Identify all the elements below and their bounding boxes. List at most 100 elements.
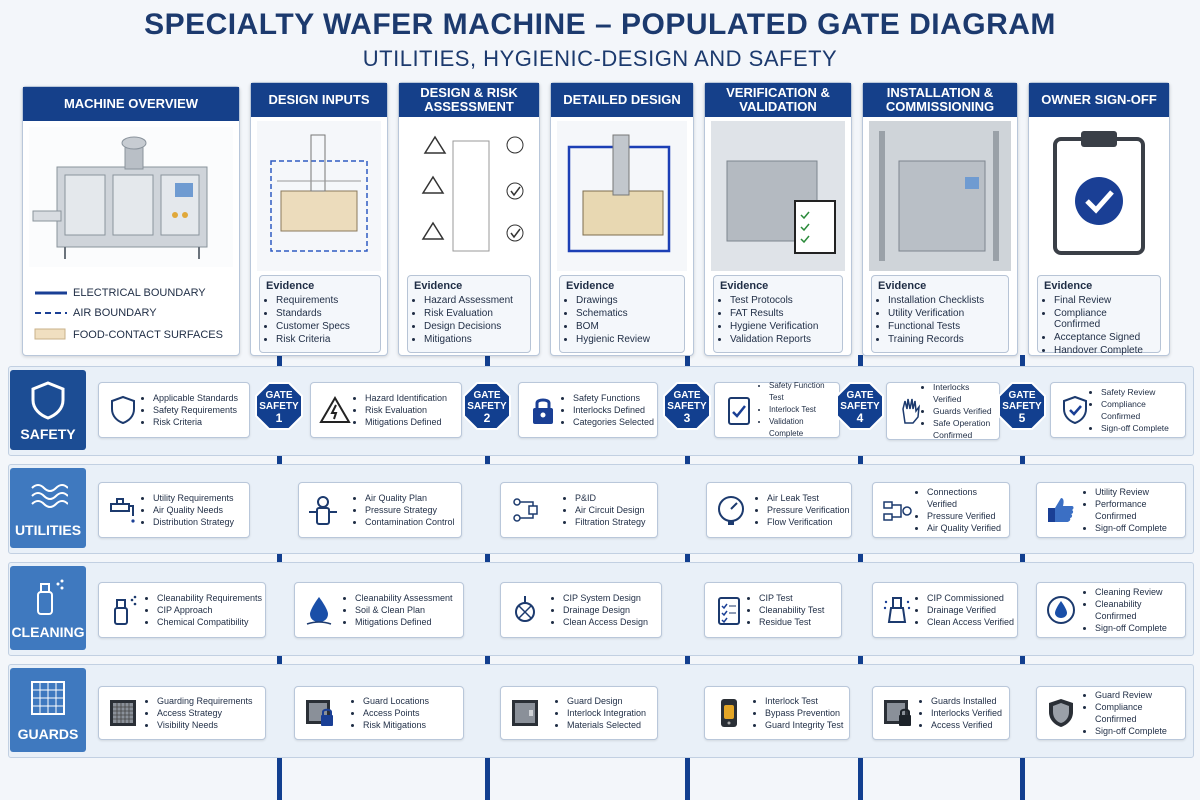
mesh-guard-icon: [110, 700, 136, 726]
card-item: Performance Confirmed: [1095, 498, 1185, 522]
card-item: Safety Function Test: [769, 380, 839, 404]
evidence-item: Risk Evaluation: [424, 308, 524, 319]
evidence-item: Hygienic Review: [576, 334, 678, 345]
checklist-icon: [718, 597, 740, 625]
gate-number: 3: [683, 411, 691, 425]
band-label-safety: SAFETY: [10, 370, 86, 450]
card-item: Interlocks Verified: [933, 381, 999, 405]
page-title: SPECIALTY WAFER MACHINE – POPULATED GATE…: [144, 8, 1056, 41]
evidence-item: Schematics: [576, 308, 678, 319]
card-safety-2: Hazard IdentificationRisk EvaluationMiti…: [310, 382, 462, 438]
card-utilities-3: P&IDAir Circuit DesignFiltration Strateg…: [500, 482, 658, 538]
column-header: DESIGN INPUTS: [251, 83, 387, 117]
card-guards-5: Guards InstalledInterlocks VerifiedAcces…: [872, 686, 1010, 740]
band-label-text: CLEANING: [11, 624, 85, 640]
card-item: Cleanability Confirmed: [1095, 598, 1185, 622]
cip-system-icon: [515, 596, 535, 622]
gate-label: SAFETY: [259, 401, 299, 412]
card-item: CIP Commissioned: [927, 592, 1014, 604]
clipboard-check-icon: [1053, 131, 1145, 255]
card-item: CIP Approach: [157, 604, 262, 616]
column-header: DESIGN & RISK ASSESSMENT: [399, 83, 539, 117]
card-safety-4: Safety Function TestInterlock TestValida…: [714, 380, 840, 440]
card-guards-3: Guard DesignInterlock IntegrationMateria…: [500, 686, 658, 740]
card-safety-6: Safety ReviewCompliance ConfirmedSign-of…: [1050, 382, 1186, 438]
column-header: VERIFICATION & VALIDATION: [705, 83, 851, 117]
evidence-item: Handover Complete: [1054, 345, 1154, 356]
card-item: Cleanability Requirements: [157, 592, 262, 604]
card-item: Pressure Strategy: [365, 504, 455, 516]
card-item: Cleaning Review: [1095, 586, 1185, 598]
pressure-gauge-icon: [718, 496, 744, 525]
evidence-box: Evidence Installation Checklists Utility…: [871, 275, 1009, 353]
card-item: Interlocks Verified: [931, 707, 1002, 719]
card-item: Mitigations Defined: [355, 616, 453, 628]
card-item: Interlocks Defined: [573, 404, 654, 416]
card-safety-3: Safety FunctionsInterlocks DefinedCatego…: [518, 382, 658, 438]
band-label-cleaning: CLEANING: [10, 566, 86, 650]
evidence-item: Acceptance Signed: [1054, 332, 1154, 343]
gate-number: 2: [483, 411, 491, 425]
card-item: Validation Complete: [769, 416, 839, 440]
pipe-connection-icon: [883, 501, 912, 521]
card-item: Filtration Strategy: [575, 516, 646, 528]
card-item: Guards Installed: [931, 695, 1002, 707]
evidence-item: Risk Criteria: [276, 334, 374, 345]
legend-electrical-boundary: ELECTRICAL BOUNDARY: [73, 287, 206, 299]
card-safety-1: Applicable StandardsSafety RequirementsR…: [98, 382, 250, 438]
column-header: INSTALLATION & COMMISSIONING: [863, 83, 1017, 117]
guard-lock-icon: [306, 700, 333, 726]
band-label-text: UTILITIES: [14, 522, 82, 538]
card-item: Risk Evaluation: [365, 404, 447, 416]
faucet-icon: [110, 498, 135, 523]
card-cleaning-1: Cleanability RequirementsCIP ApproachChe…: [98, 582, 266, 638]
column-installation: INSTALLATION & COMMISSIONING Evidence In…: [862, 82, 1018, 356]
card-item: Risk Mitigations: [363, 719, 429, 731]
evidence-item: Standards: [276, 308, 374, 319]
card-item: Air Quality Needs: [153, 504, 234, 516]
column-owner-signoff: OWNER SIGN-OFF Evidence Final Review Com…: [1028, 82, 1170, 356]
verification-photo: [711, 121, 845, 271]
card-item: Applicable Standards: [153, 392, 238, 404]
card-item: Drainage Design: [563, 604, 648, 616]
gate-label: SAFETY: [667, 401, 707, 412]
card-item: Pressure Verified: [927, 510, 1009, 522]
card-item: Utility Review: [1095, 486, 1185, 498]
pid-diagram-icon: [513, 498, 538, 522]
card-utilities-1: Utility RequirementsAir Quality NeedsDis…: [98, 482, 250, 538]
thumbs-up-icon: [1048, 498, 1074, 522]
card-item: Sign-off Complete: [1095, 725, 1185, 737]
evidence-title: Evidence: [414, 280, 463, 292]
evidence-item: Drawings: [576, 295, 678, 306]
detailed-design-model: [557, 121, 687, 271]
card-item: Clean Access Verified: [927, 616, 1014, 628]
card-item: Sign-off Complete: [1095, 522, 1185, 534]
card-item: Risk Criteria: [153, 416, 238, 428]
card-item: Flow Verification: [767, 516, 850, 528]
card-item: Guard Design: [567, 695, 646, 707]
column-verification: VERIFICATION & VALIDATION Evidence Test …: [704, 82, 852, 356]
card-cleaning-4: CIP TestCleanability TestResidue Test: [704, 582, 842, 638]
shield-icon: [111, 395, 135, 425]
card-item: Visibility Needs: [157, 719, 253, 731]
page-subtitle: UTILITIES, HYGIENIC-DESIGN AND SAFETY: [362, 46, 838, 71]
interlock-switch-icon: [721, 699, 737, 727]
water-drop-circle-icon: [1047, 596, 1075, 624]
gate-safety-3: GATE SAFETY 3: [663, 382, 711, 430]
spray-nozzle-icon: [883, 597, 911, 623]
gate-label: GATE: [846, 390, 874, 401]
card-item: Cleanability Assessment: [355, 592, 453, 604]
hazard-warning-icon: [319, 396, 351, 423]
gate-label: SAFETY: [840, 401, 880, 412]
card-item: Air Circuit Design: [575, 504, 646, 516]
card-item: Distribution Strategy: [153, 516, 234, 528]
card-cleaning-5: CIP CommissionedDrainage VerifiedClean A…: [872, 582, 1018, 638]
spray-bottle-icon: [114, 595, 137, 625]
evidence-title: Evidence: [720, 280, 769, 292]
evidence-item: Final Review: [1054, 295, 1154, 306]
card-item: Contamination Control: [365, 516, 455, 528]
guard-lock-icon: [884, 700, 911, 726]
air-waves-icon: [31, 484, 68, 508]
card-item: Guards Verified: [933, 405, 999, 417]
card-utilities-5: Connections VerifiedPressure VerifiedAir…: [872, 482, 1010, 538]
